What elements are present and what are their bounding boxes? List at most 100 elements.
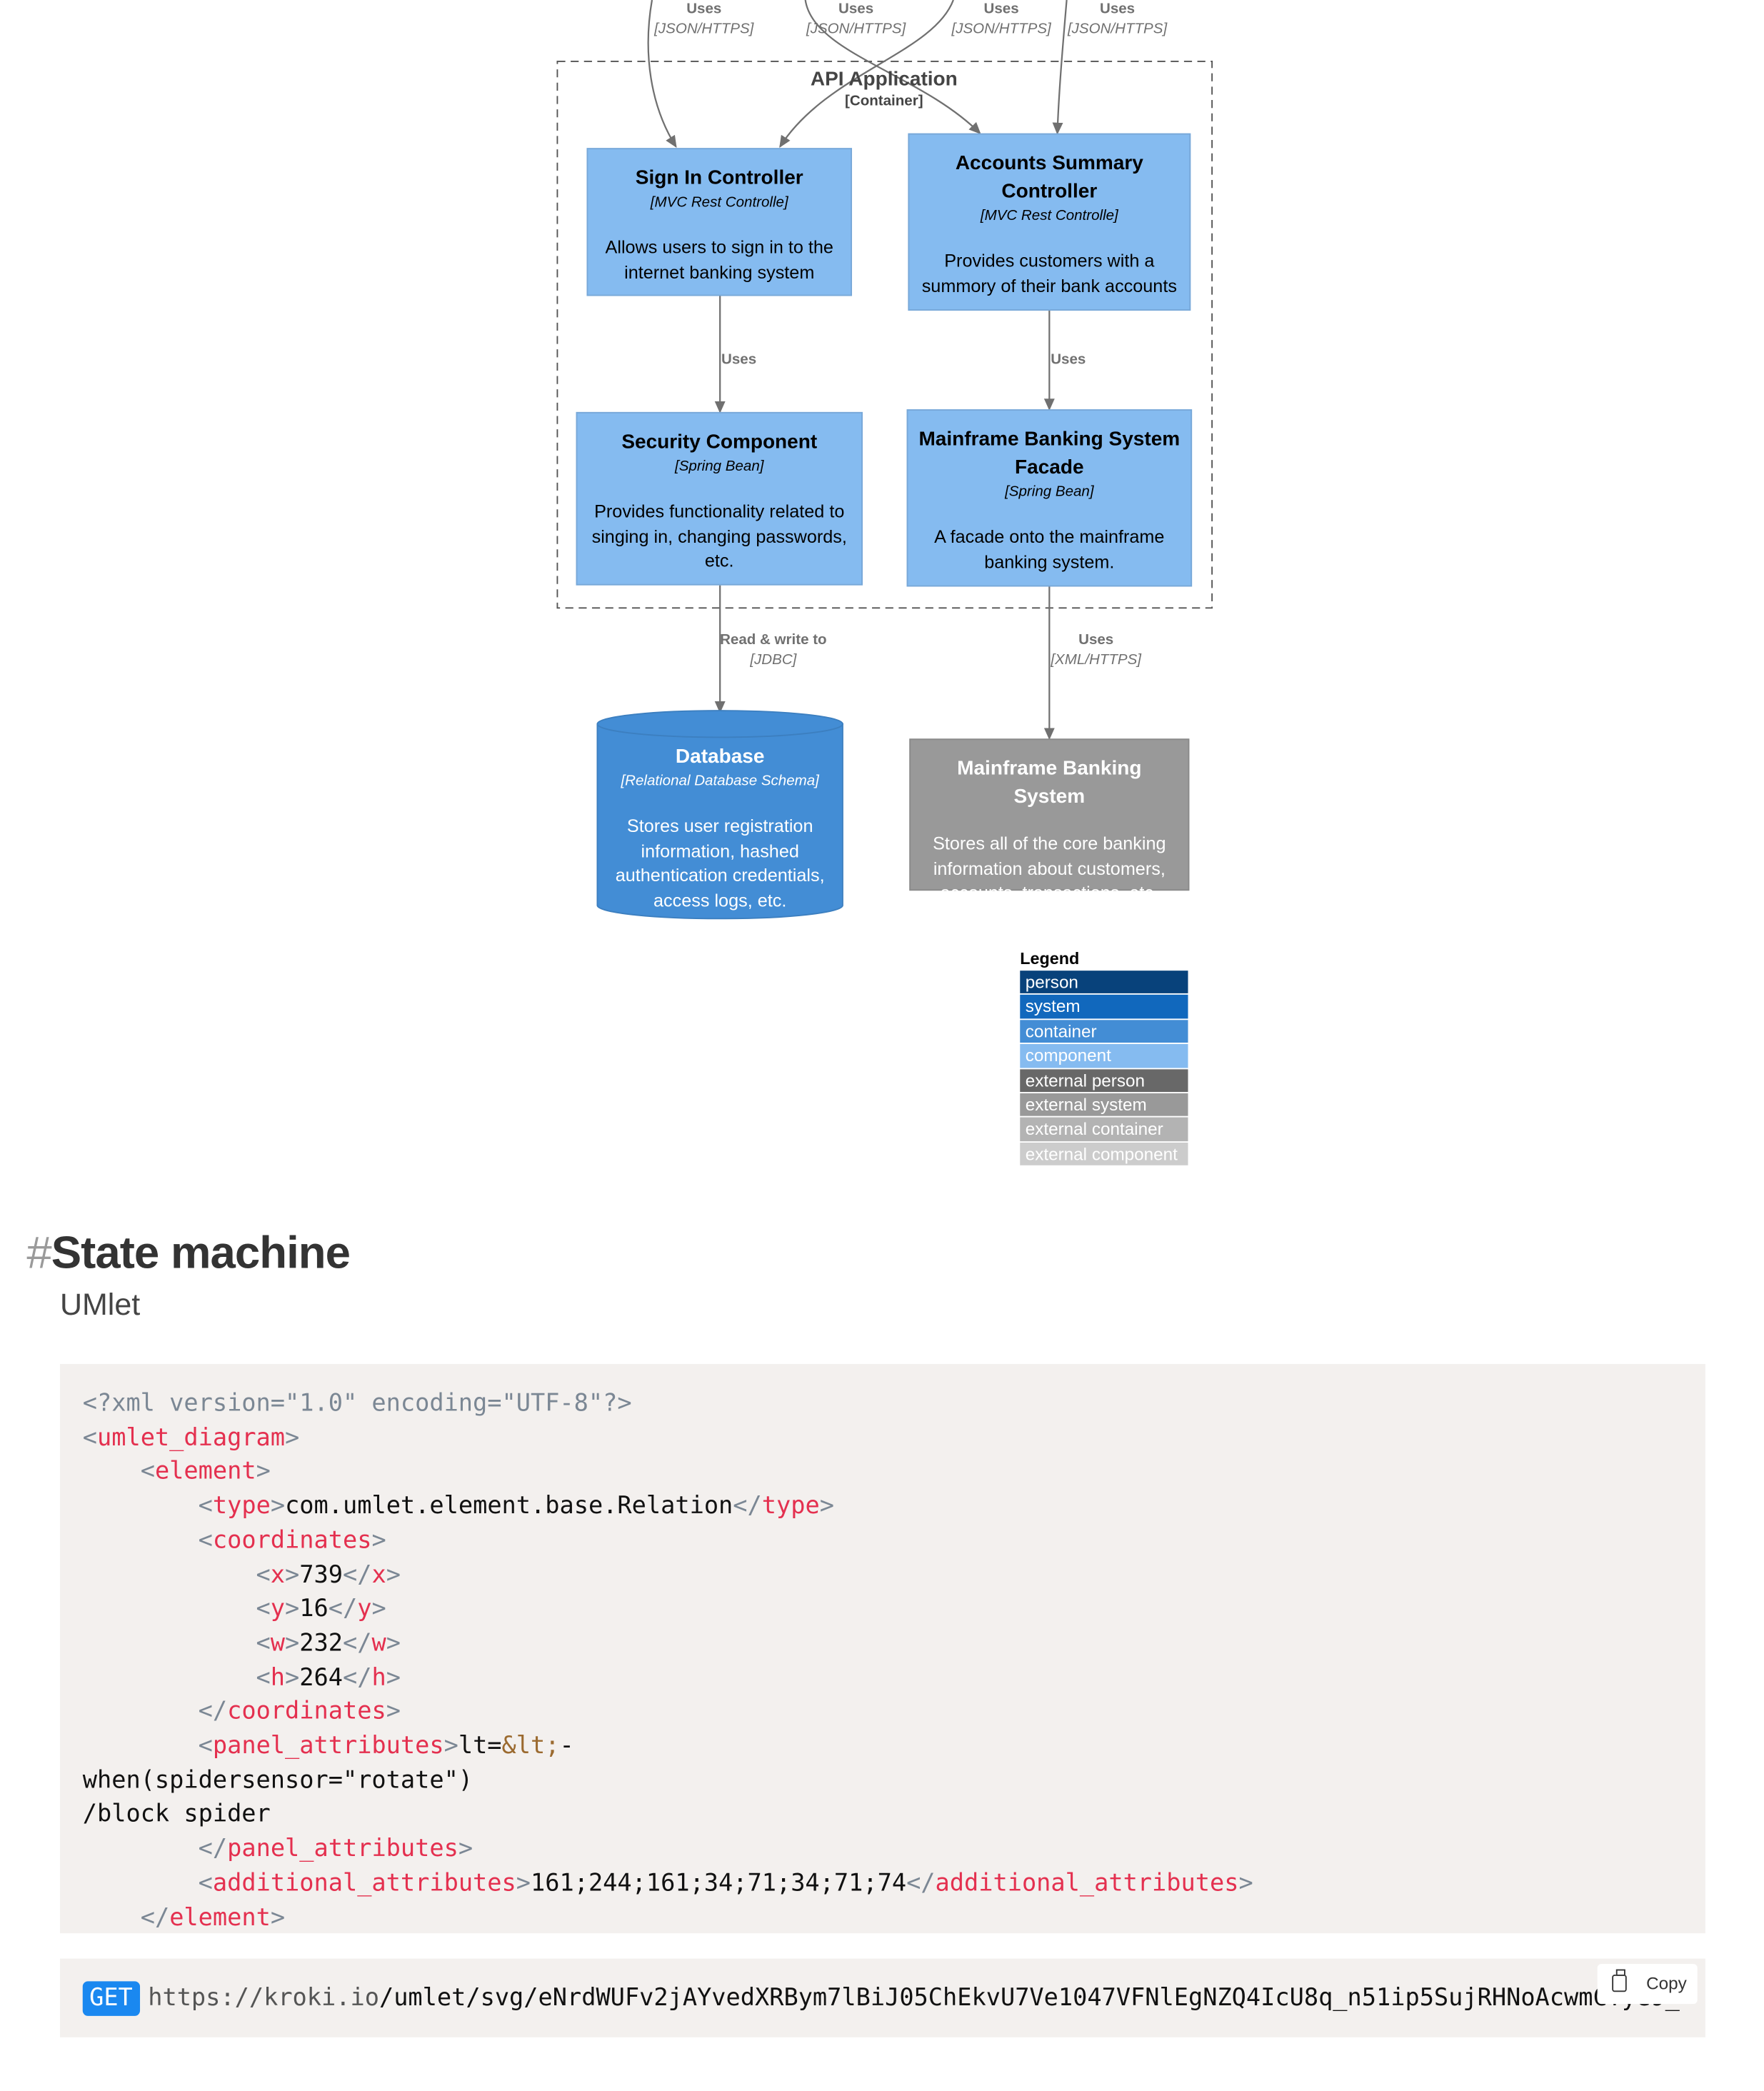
code-token: </ [140,1903,170,1932]
legend-item: component [1020,1044,1188,1068]
url-host: https://kroki.io [148,1984,379,2012]
edge-label-tech: [JSON/HTTPS] [654,21,754,38]
copy-button[interactable]: Copy [1597,1964,1698,2005]
code-token: > [256,1458,271,1486]
code-token [83,1560,256,1588]
code-token: <?xml version="1.0" encoding="UTF-8"?> [82,1389,632,1418]
code-token: com.umlet.element.base.Relation [285,1492,733,1520]
code-line: <type>com.umlet.element.base.Relation</t… [83,1490,1705,1524]
code-token: < [140,1458,155,1486]
code-token: </ [906,1869,936,1897]
code-token: umlet_diagram [96,1423,286,1452]
container-name: API Application [810,68,958,91]
database-cylinder [596,710,843,920]
edge-label-tech: [JSON/HTTPS] [1067,21,1168,38]
code-token: element [169,1903,271,1932]
container-title: API Application [Container] [751,66,1017,111]
diagram-edges [556,0,1213,920]
code-token: > [285,1629,300,1658]
code-token: > [516,1869,531,1897]
edge-uses-4 [1052,0,1068,135]
code-token: > [371,1526,386,1555]
request-url[interactable]: https://kroki.io/umlet/svg/eNrdWUFv2jAYv… [148,1982,1680,2015]
edge-label-security-db: Read & write to[JDBC] [707,631,841,671]
edge-label-text: Uses [721,351,757,368]
code-line: <panel_attributes>lt=&lt;- [83,1730,1705,1764]
code-token: </ [198,1698,228,1726]
code-token [83,1903,141,1931]
database-container: Database [Relational Database Schema] St… [597,743,843,913]
code-line: </element> [83,1900,1705,1933]
code-token: y [357,1595,372,1623]
edge-uses-2 [804,0,981,135]
edge-label-tech: [JDBC] [750,651,797,668]
code-token: > [1238,1869,1253,1897]
container-tag: [Container] [845,93,923,110]
accounts-summary-controller: Accounts Summary Controller [MVC Rest Co… [908,133,1191,311]
code-token: < [256,1595,271,1623]
code-token [83,1526,199,1554]
code-token: </ [342,1560,372,1589]
code-line: <x>739</x> [83,1558,1705,1593]
code-token: type [212,1492,271,1520]
mainframe-banking-facade: Mainframe Banking System Facade [Spring … [906,409,1193,587]
code-line: when(spidersensor="rotate") [83,1764,1705,1798]
legend-item: external system [1020,1093,1188,1117]
request-url-bar: GET https://kroki.io/umlet/svg/eNrdWUFv2… [60,1958,1705,2037]
code-token: < [198,1732,213,1760]
code-token: > [386,1663,401,1692]
component-type: [Spring Bean] [675,458,764,475]
clipboard-icon [1612,1969,1627,1992]
code-token: > [270,1492,286,1520]
edge-label-signin-security: Uses [721,351,756,371]
code-token: coordinates [227,1698,386,1726]
section-heading: #State machine [26,1228,351,1280]
edge-uses-1 [647,0,677,148]
code-token: 161;244;161;34;71;34;71;74 [531,1869,907,1897]
legend-item: external component [1020,1142,1188,1165]
c4-component-diagram: Uses [JSON/HTTPS] Uses [JSON/HTTPS] Uses [J… [556,0,1213,1166]
component-type: [MVC Rest Controlle] [650,194,788,211]
component-title: Sign In Controller [635,166,803,190]
code-token: < [198,1869,213,1897]
code-token [83,1698,199,1725]
mainframe-banking-system: Mainframe Banking System Stores all of t… [909,738,1190,903]
component-type: [MVC Rest Controlle] [980,208,1118,224]
edge-label-text: Uses [1099,1,1136,18]
anchor-hash-link[interactable]: # [26,1228,51,1279]
edge-label-4: Uses [JSON/HTTPS] [1064,0,1171,40]
legend-item: external person [1020,1068,1188,1092]
component-description: Provides functionality related to singin… [591,501,847,571]
code-token: - [559,1732,574,1760]
database-type: [Relational Database Schema] [621,773,819,790]
legend-item: external container [1020,1118,1188,1141]
legend-item: system [1020,995,1188,1018]
edge-label-text: Uses [838,1,874,18]
code-token: > [386,1698,401,1726]
url-path: /umlet/svg/eNrdWUFv2jAYvedXRBym7lBiJ05Ch… [379,1984,1680,2012]
code-token [83,1492,199,1520]
code-token: </ [342,1663,372,1692]
code-token: </ [733,1492,762,1520]
code-token: </ [342,1629,372,1658]
code-token: lt= [458,1732,502,1760]
edge-label-accounts-facade: Uses [1051,351,1086,371]
code-token [83,1595,256,1623]
code-token: > [285,1423,300,1452]
legend-item: person [1020,971,1188,994]
edge-label-tech: [JSON/HTTPS] [951,21,1051,38]
code-line: <h>264</h> [83,1661,1705,1695]
legend-title: Legend [1020,949,1080,968]
database-description: Stores user registration information, ha… [615,816,825,911]
code-token: coordinates [212,1526,372,1555]
edge-uses-3 [779,0,954,148]
code-line: <coordinates> [83,1524,1705,1558]
code-token [83,1629,256,1657]
code-token: 16 [299,1595,329,1623]
edge-label-1: Uses[JSON/HTTPS] [651,0,757,40]
code-token [83,1869,199,1897]
code-token: 739 [299,1560,343,1589]
code-token: > [443,1732,458,1760]
code-token: > [270,1903,286,1932]
